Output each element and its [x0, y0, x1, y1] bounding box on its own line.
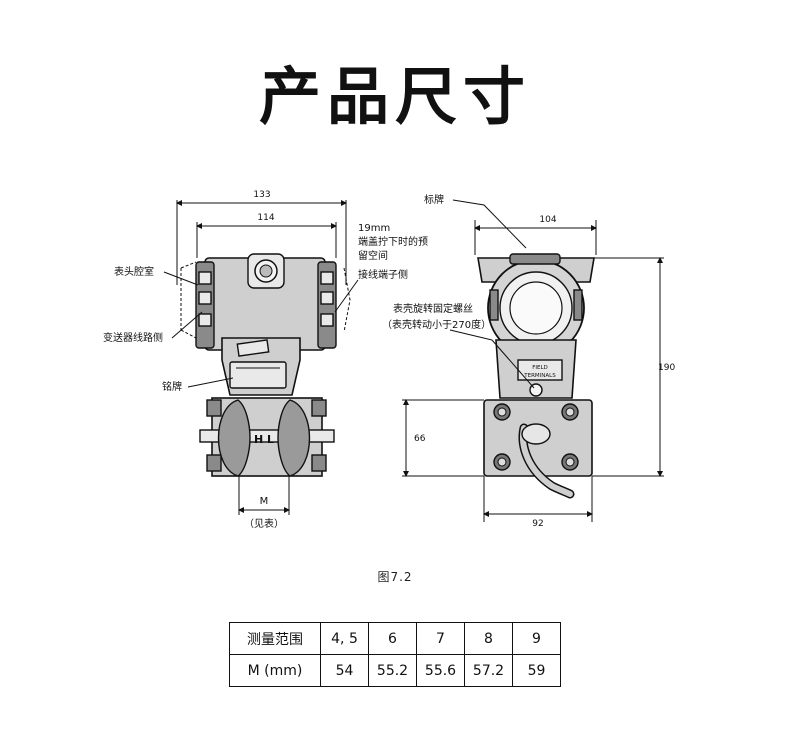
- value-cell: 57.2: [464, 654, 513, 687]
- side-view: 133 114 19mm 端盖拧下时的预 留空间: [103, 190, 428, 530]
- value-cell: 59: [512, 654, 561, 687]
- label-terminal-side: 接线端子侧: [358, 268, 408, 281]
- cover-clearance-note-2: 留空间: [358, 249, 388, 262]
- range-cell: 8: [464, 622, 513, 655]
- terminal-plate-line1: FIELD: [532, 365, 548, 371]
- flange-marking: H L: [254, 433, 274, 446]
- cover-clearance-note-1: 端盖拧下时的预: [358, 235, 428, 248]
- table-header-row: 测量范围 4, 5 6 7 8 9: [229, 622, 561, 655]
- table-header-label: 测量范围: [229, 622, 321, 655]
- dimension-table: 测量范围 4, 5 6 7 8 9 M (mm) 54 55.2 55.6 57…: [229, 622, 561, 687]
- dimension-drawing: 133 114 19mm 端盖拧下时的预 留空间: [103, 190, 675, 530]
- label-housing-rotation: （表壳转动小于270度）: [382, 318, 491, 331]
- value-cell: 55.6: [416, 654, 465, 687]
- range-cell: 4, 5: [320, 622, 369, 655]
- cover-clearance-value: 19mm: [358, 223, 390, 234]
- dim-overall-width: 133: [253, 190, 270, 200]
- table-row-label: M (mm): [229, 654, 321, 687]
- range-cell: 6: [368, 622, 417, 655]
- terminal-plate-line2: TERMINALS: [523, 373, 556, 379]
- dim-m-label: M: [260, 496, 269, 507]
- range-cell: 7: [416, 622, 465, 655]
- dim-flange-height: 66: [414, 434, 426, 444]
- front-view: 104 标牌 Z S FIELD TERMINALS 表壳旋转固定螺丝 （表壳转…: [382, 193, 675, 529]
- label-head-cavity: 表头腔室: [114, 265, 154, 278]
- page-title: 产品尺寸: [258, 60, 531, 133]
- value-cell: 54: [320, 654, 369, 687]
- range-cell: 9: [512, 622, 561, 655]
- dim-inner-width: 114: [257, 213, 274, 223]
- label-electronics-side: 变送器线路侧: [103, 331, 163, 344]
- dim-height: 190: [658, 363, 675, 373]
- dim-width-bottom: 92: [532, 519, 543, 529]
- dim-width-top: 104: [539, 215, 556, 225]
- label-housing-screw: 表壳旋转固定螺丝: [393, 302, 473, 315]
- value-cell: 55.2: [368, 654, 417, 687]
- figure-caption: 图7.2: [377, 570, 413, 584]
- table-row: M (mm) 54 55.2 55.6 57.2 59: [229, 654, 561, 687]
- dim-m-note: （见表）: [244, 517, 284, 530]
- label-tag: 标牌: [424, 193, 444, 206]
- label-nameplate: 铭牌: [162, 380, 182, 393]
